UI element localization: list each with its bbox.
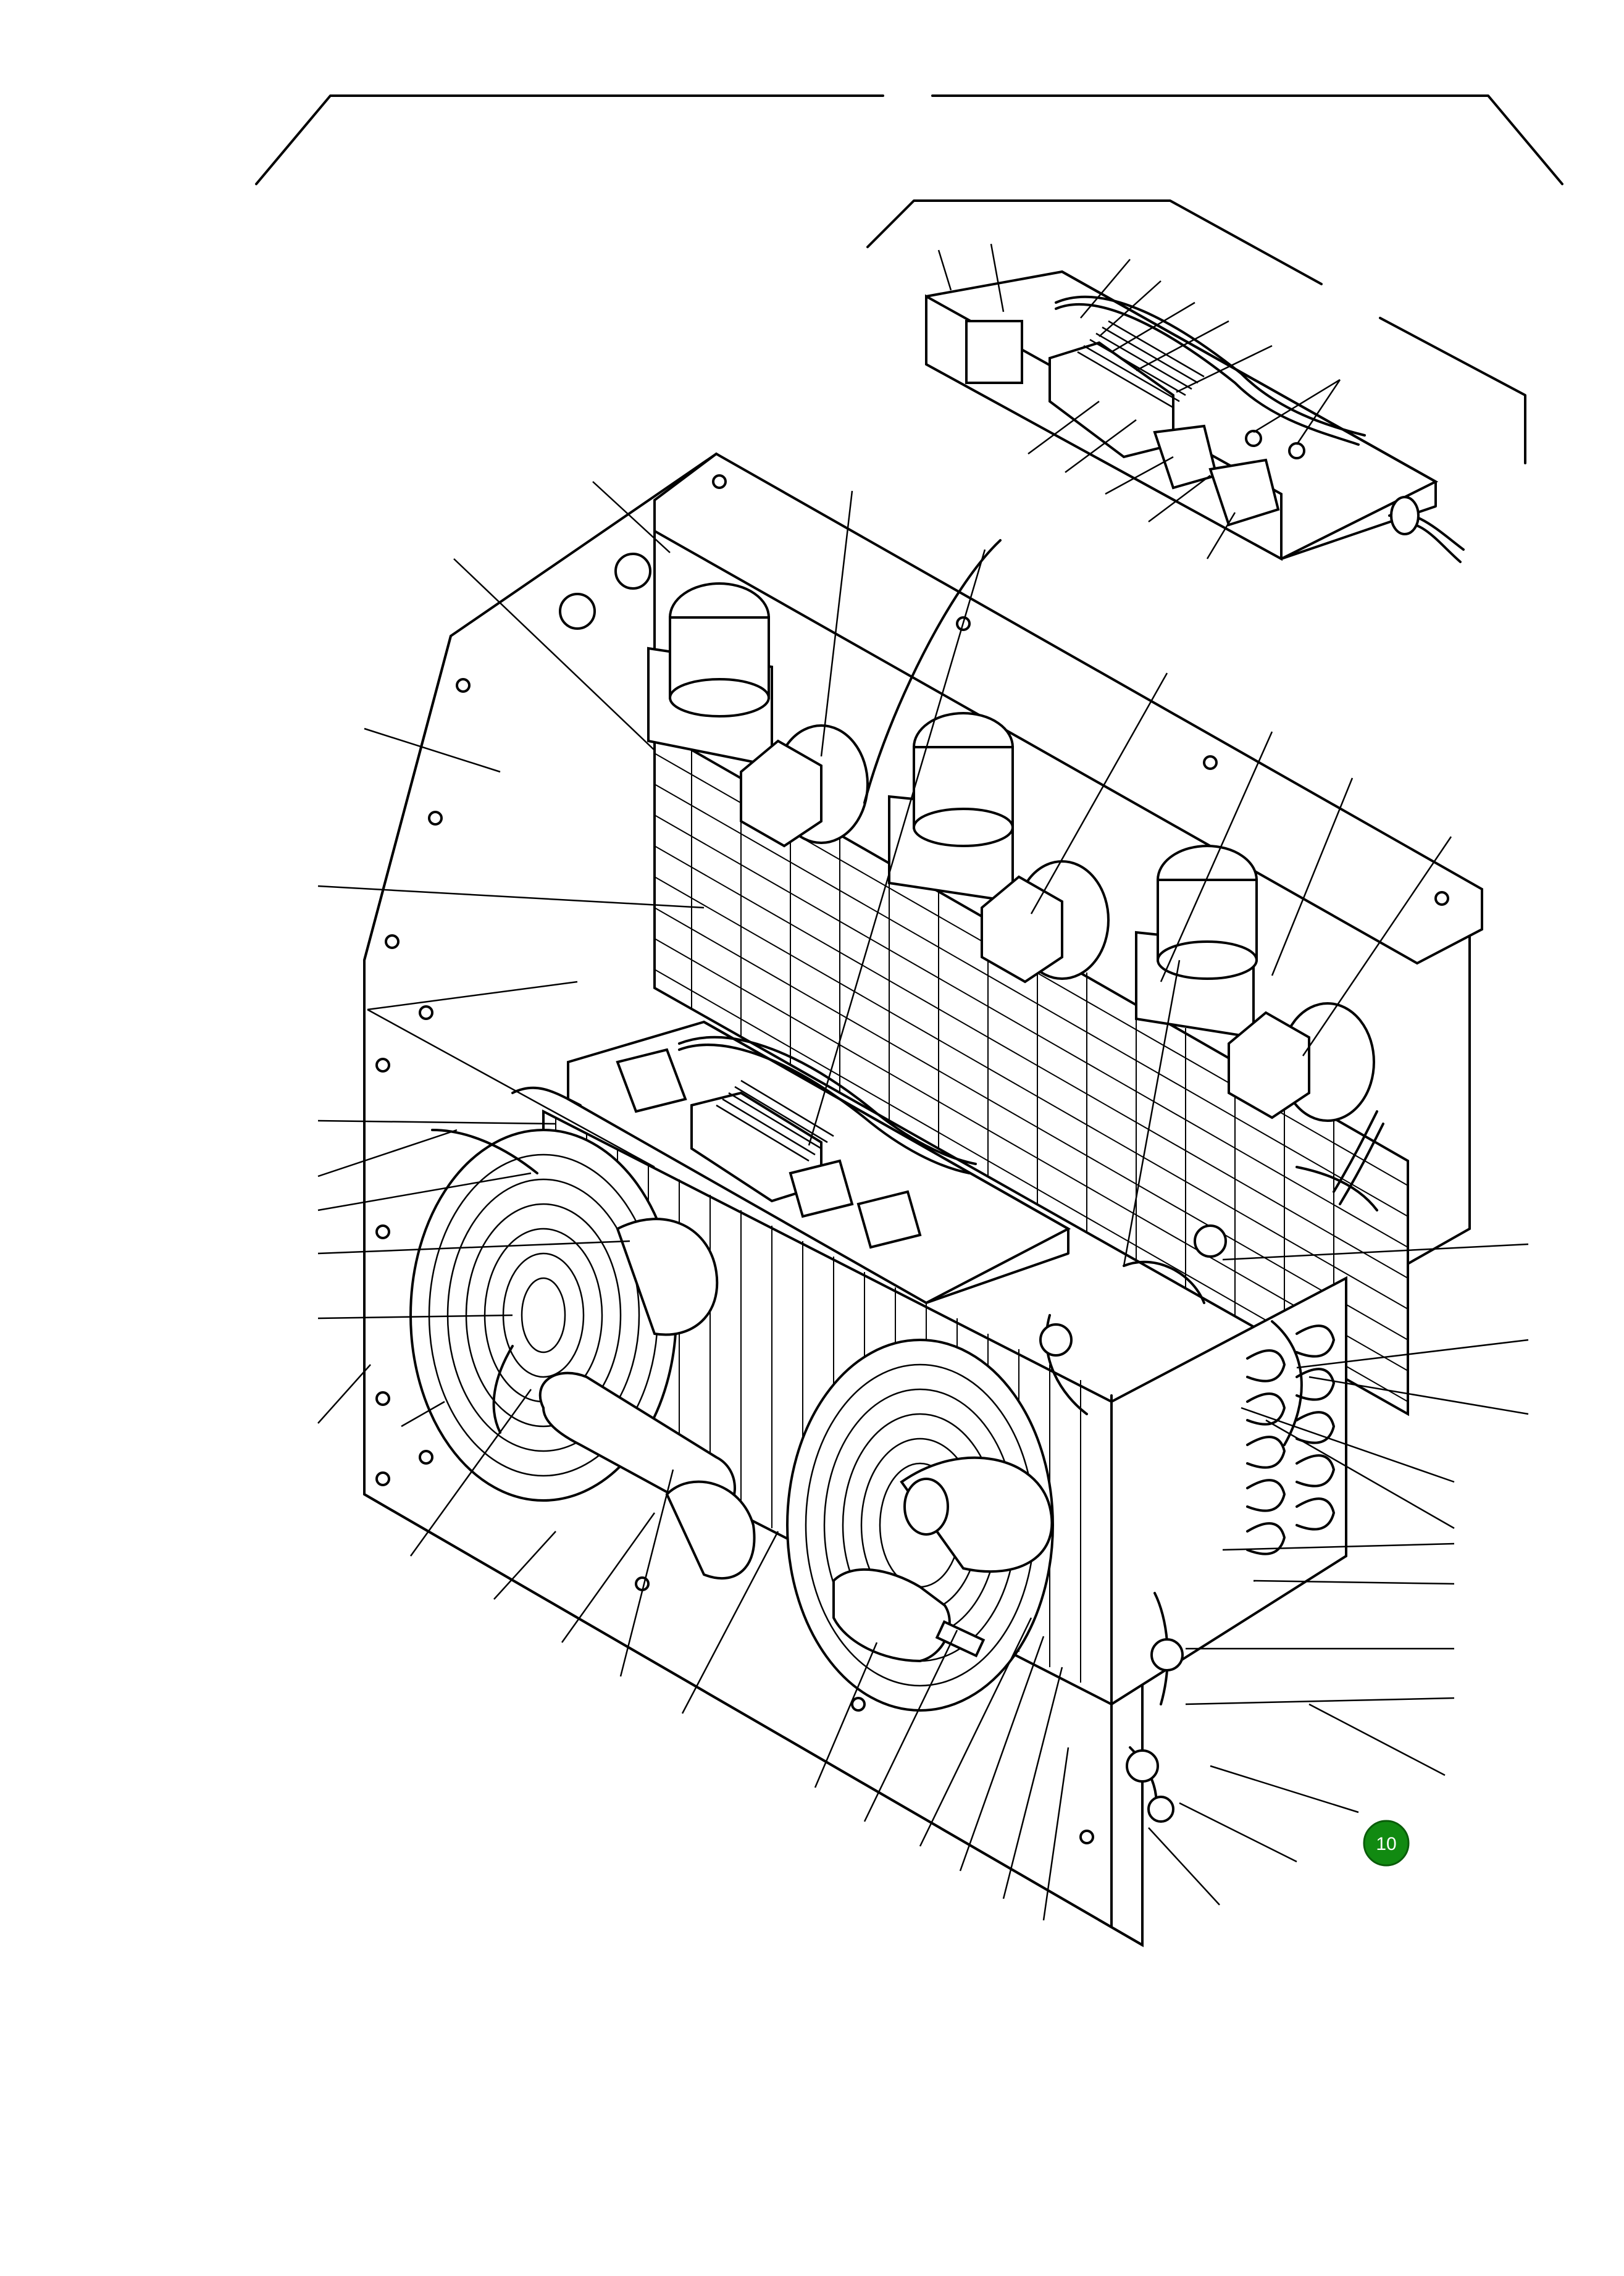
refrigerant-piping — [431, 1086, 1384, 1823]
blower-motor-1 — [647, 582, 869, 848]
coil-return-bends — [1246, 1324, 1335, 1555]
callout-badge: 10 — [1363, 1820, 1410, 1867]
upper-bracket-lines — [255, 94, 1563, 464]
center-leader-lines — [808, 539, 1452, 1266]
right-leader-lines — [1148, 1243, 1529, 1906]
left-leader-lines — [317, 481, 1069, 1921]
blower-motor-3 — [1135, 845, 1375, 1122]
receiver-tank — [538, 1371, 756, 1580]
electrical-box-inset — [925, 270, 1465, 563]
electrical-box-main — [567, 1020, 1071, 1305]
callout-badge-label: 10 — [1376, 1834, 1396, 1854]
blower-motor-2 — [888, 712, 1110, 984]
inset-terminal-strip — [1077, 320, 1205, 409]
inset-leader-lines — [937, 243, 1341, 559]
filter-drier — [832, 1568, 986, 1663]
